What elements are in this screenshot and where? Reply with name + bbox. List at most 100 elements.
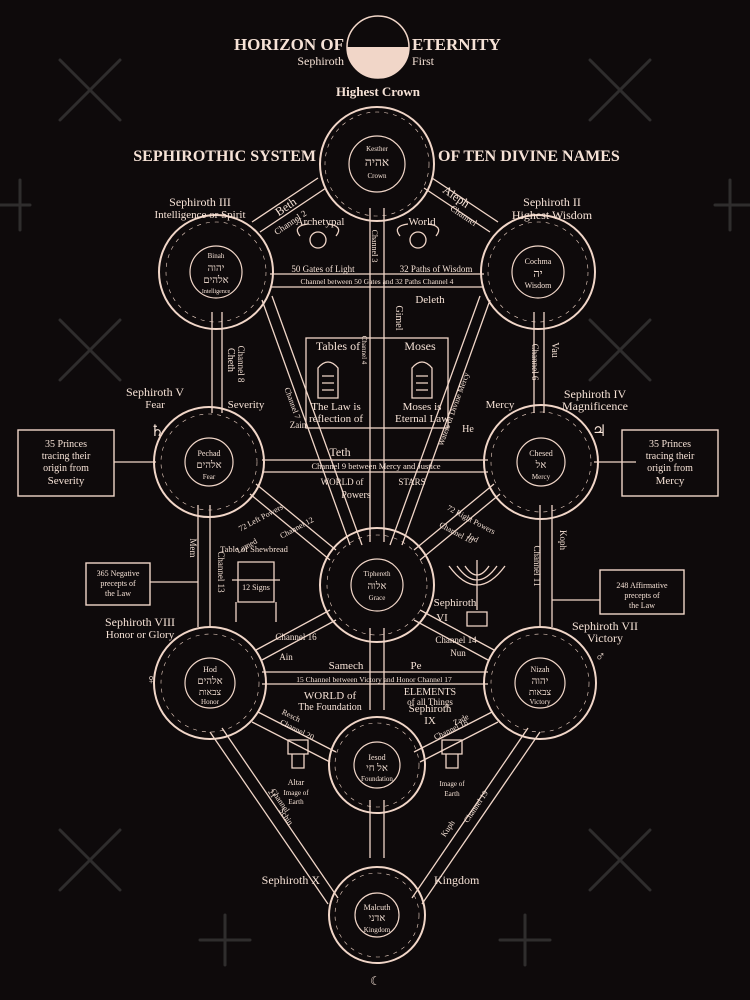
law-left-label-2: reflection of: [309, 413, 363, 425]
moon-icon: ☾: [370, 974, 381, 988]
sephira-7-meaning: Victory: [530, 698, 551, 706]
sephira-10-circle: [328, 866, 426, 964]
side-boxes: [17, 429, 719, 615]
saturn-icon: ♄: [150, 423, 164, 440]
cherub-right-icon: [396, 223, 440, 249]
princes-left-line-3: origin from: [43, 463, 89, 474]
sephira-4-name: Chesed: [529, 449, 553, 458]
the-foundation-label: The Foundation: [298, 702, 362, 713]
princes-right-line-2: tracing their: [646, 451, 695, 462]
sephira-circles: [153, 106, 599, 964]
horizon-sub-right: First: [412, 54, 435, 68]
sephira-7-hebrew-2: צבאות: [529, 687, 552, 697]
sephira-3-hebrew-2: אלהים: [203, 274, 228, 286]
sephira-10-subtitle: Kingdom: [434, 873, 480, 887]
channel-lines: [114, 177, 636, 905]
sephira-5-meaning: Fear: [203, 473, 216, 481]
princes-right-line-3: origin from: [647, 463, 693, 474]
table-of-shewbread-icon: [232, 561, 280, 622]
gates-of-light-label: 50 Gates of Light: [291, 264, 355, 274]
channel-14-label: Channel 14: [435, 635, 477, 645]
earth-left-label: Earth: [288, 798, 304, 806]
sephira-3-meaning: Intelligence: [202, 289, 231, 295]
tablet-left-icon: [317, 361, 339, 399]
sephira-5-title: Sephiroth V: [126, 385, 184, 399]
sephira-4-subtitle: Magnificence: [562, 399, 628, 413]
sephira-5-hebrew: אלהים: [196, 459, 221, 471]
sephira-6-circle: [319, 527, 435, 643]
powers-label: Powers: [341, 490, 371, 501]
highest-crown-label: Highest Crown: [336, 84, 421, 99]
princes-right-line-4: Mercy: [656, 475, 685, 487]
sephira-9-hebrew: אל חי: [366, 762, 388, 774]
sephira-5-subtitle: Fear: [145, 399, 165, 411]
sephira-9-circle: [328, 716, 426, 814]
affirmative-precepts-1: 248 Affirmative: [616, 581, 668, 590]
law-right-label: Moses is: [403, 401, 442, 413]
image-of-label: Image of: [283, 789, 309, 797]
sephira-7-circle: [483, 626, 597, 740]
mem-label: Mem: [188, 539, 198, 558]
sephira-2-circle: [480, 214, 596, 330]
sephira-2-hebrew: יה: [533, 268, 542, 280]
labels: HORIZON OF ETERNITY Sephiroth First High…: [42, 35, 695, 934]
channel-4-label: Channel 4: [360, 336, 368, 365]
negative-precepts-1: 365 Negative: [97, 569, 140, 578]
sephira-3-circle: [158, 214, 274, 330]
cheth-label: Cheth: [225, 348, 236, 372]
watermark-pattern: [0, 58, 750, 967]
sephira-2-meaning: Wisdom: [525, 281, 553, 290]
archetypal-label: Archetypal: [296, 216, 345, 228]
sephira-7-hebrew: יהוה: [532, 676, 549, 687]
venus-icon: ♀: [146, 673, 157, 688]
deleth-label: Deleth: [415, 294, 445, 306]
zain-label: Zain: [290, 420, 307, 430]
negative-precepts-3: the Law: [105, 589, 131, 598]
horizon-left-label: HORIZON OF: [234, 35, 344, 54]
tables-right-label: Moses: [404, 339, 436, 353]
altar-right-icon: [441, 739, 463, 769]
earth-right-label: Earth: [444, 790, 460, 798]
severity-label: Severity: [228, 399, 265, 411]
sephira-6-name: Tiphereth: [364, 570, 391, 578]
horizon-sub-left: Sephiroth: [297, 54, 344, 68]
sephira-4-circle: [483, 404, 599, 520]
stars-label: STARS: [398, 477, 425, 487]
sephira-4-hebrew: אל: [535, 459, 547, 471]
sephira-9-subtitle: IX: [424, 715, 436, 727]
sephira-8-circle: [153, 626, 267, 740]
sephira-7-subtitle: Victory: [587, 631, 623, 645]
nun-label: Nun: [450, 648, 466, 658]
jupiter-icon: ♃: [592, 423, 606, 440]
paths-of-wisdom-label: 32 Paths of Wisdom: [400, 264, 473, 274]
waters-label: Waters of Divine Mercy: [436, 371, 471, 447]
emblem-drawings: [232, 223, 506, 769]
altar-left-icon: [287, 739, 309, 769]
sephira-7-title: Sephiroth VII: [572, 619, 638, 633]
princes-right-line-1: 35 Princes: [649, 439, 691, 450]
cherub-left-icon: [296, 223, 340, 249]
sephira-3-subtitle: Intelligence or Spirit: [154, 209, 245, 221]
negative-precepts-2: precepts of: [100, 579, 136, 588]
sephira-6-subtitle: VI: [436, 612, 448, 624]
samech-label: Samech: [329, 660, 364, 672]
law-right-label-2: Eternal Law: [395, 413, 449, 425]
sephira-6-hebrew: אלוה: [368, 580, 387, 592]
image-of-right-label: Image of: [439, 780, 465, 788]
sephira-2-subtitle: Highest Wisdom: [512, 208, 593, 222]
horizon-right-label: ETERNITY: [412, 35, 501, 54]
channel-22-label: 21: [266, 788, 278, 800]
channel-between-label: Channel between 50 Gates and 32 Paths Ch…: [301, 277, 454, 286]
sephira-3-hebrew: יהוה: [208, 263, 225, 274]
sephira-1-meaning: Crown: [367, 172, 387, 180]
he-label: He: [462, 424, 474, 435]
princes-left-line-4: Severity: [48, 475, 85, 487]
elements-label: ELEMENTS: [404, 687, 456, 698]
tables-left-label: Tables of: [316, 339, 360, 353]
mercy-label: Mercy: [486, 399, 515, 411]
channel-19-label: Channel 19: [462, 789, 490, 824]
altar-label: Altar: [288, 778, 305, 787]
channel-6-label: Channel 6: [530, 344, 540, 381]
vau-label: Vau: [549, 342, 560, 358]
